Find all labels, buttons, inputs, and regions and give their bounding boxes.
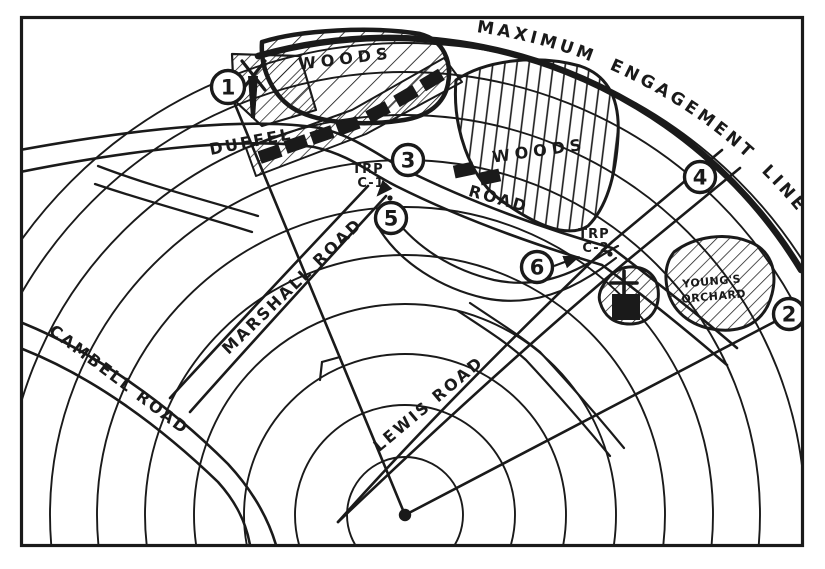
svg-text:1: 1 xyxy=(221,76,236,100)
trp-c1-point xyxy=(387,195,393,201)
cambell-road xyxy=(23,321,278,544)
trp-c1: TRP C-1 xyxy=(352,162,393,201)
church-building xyxy=(612,294,640,320)
building xyxy=(309,125,335,145)
building xyxy=(365,101,391,123)
minor-road xyxy=(93,164,260,234)
trp-c2-label-line1: TRP xyxy=(578,227,609,242)
ford-tick xyxy=(318,355,342,382)
youngs-orchard xyxy=(664,235,776,332)
trp-c1-label-line2: C-1 xyxy=(357,176,384,191)
windmill-tower xyxy=(248,76,258,118)
church-symbol xyxy=(597,265,660,326)
roadside-buildings xyxy=(245,57,463,177)
svg-text:5: 5 xyxy=(384,207,399,231)
building xyxy=(452,161,476,179)
lewis-road xyxy=(336,148,742,524)
frame-border xyxy=(19,15,805,548)
marker-2: 2 xyxy=(771,296,801,332)
building xyxy=(393,84,419,108)
marker-4: 4 xyxy=(682,159,718,195)
observer-position-dot xyxy=(398,508,412,522)
trp-c1-label-line1: TRP xyxy=(352,162,383,177)
svg-text:6: 6 xyxy=(530,256,545,280)
svg-text:4: 4 xyxy=(693,166,708,190)
svg-text:3: 3 xyxy=(401,149,416,173)
trp-c2-point xyxy=(607,251,613,257)
trp-c2-label-line2: C-2 xyxy=(582,241,609,256)
building xyxy=(257,144,283,164)
youngs-orchard-label-line2: ORCHARD xyxy=(681,287,747,306)
markers: 1 2 3 4 5 6 xyxy=(209,68,801,332)
trp-c2: TRP C-2 xyxy=(553,227,613,269)
marker-6: 6 xyxy=(519,249,555,285)
building xyxy=(283,134,309,154)
trp-c2-arrow xyxy=(553,255,581,269)
sector-line-right xyxy=(403,319,778,517)
marker-1: 1 xyxy=(209,68,247,106)
marker-5: 5 xyxy=(373,200,409,236)
svg-text:2: 2 xyxy=(782,303,797,327)
maximum-engagement-line xyxy=(254,34,801,274)
youngs-orchard-label-line1: YOUNG'S xyxy=(681,272,742,290)
trp-c1-arrow xyxy=(376,179,393,197)
church-cross-icon xyxy=(609,269,639,299)
east-woods xyxy=(452,58,620,233)
building xyxy=(478,168,502,186)
building xyxy=(335,116,361,136)
building xyxy=(419,68,445,92)
marker-3: 3 xyxy=(390,142,426,178)
marshall-road xyxy=(168,184,388,414)
